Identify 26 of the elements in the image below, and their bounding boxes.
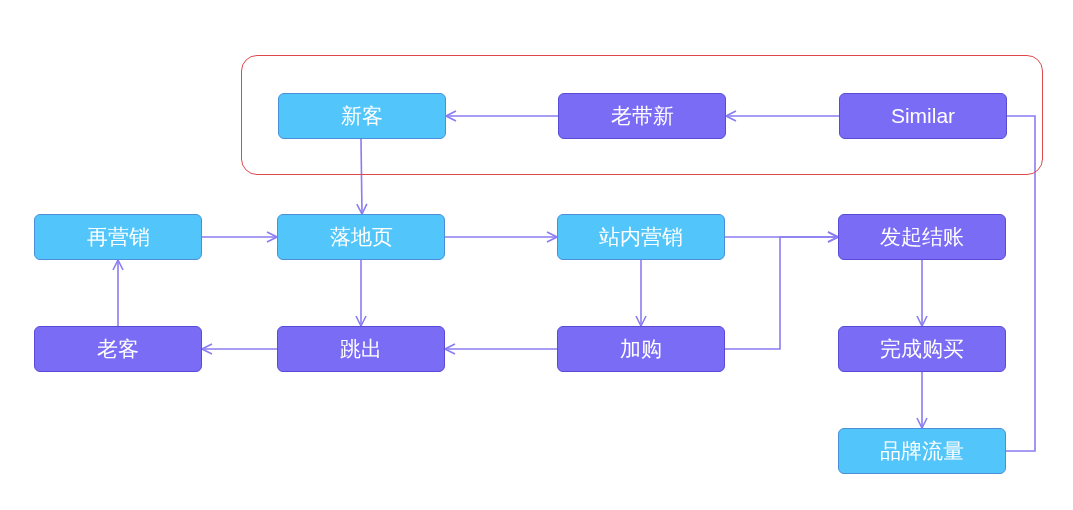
arrow: [356, 138, 368, 215]
process-box: 跳出: [277, 326, 445, 372]
arrow: [916, 371, 928, 429]
arrow: [355, 259, 367, 327]
arrow: [201, 343, 278, 355]
arrow: [444, 343, 558, 355]
arrow: [112, 259, 124, 327]
process-box: 站内营销: [557, 214, 725, 260]
arrow: [725, 110, 840, 122]
arrow: [444, 231, 558, 243]
group-frame: [241, 55, 1043, 175]
process-box: 发起结账: [838, 214, 1006, 260]
arrow: [724, 231, 839, 350]
arrow: [445, 110, 559, 122]
arrow: [916, 259, 928, 327]
process-box: 再营销: [34, 214, 202, 260]
process-box: 完成购买: [838, 326, 1006, 372]
process-box: 老带新: [558, 93, 726, 139]
arrow: [201, 231, 278, 243]
process-box: 落地页: [277, 214, 445, 260]
arrow: [635, 259, 647, 327]
process-box: Similar: [839, 93, 1007, 139]
process-box: 品牌流量: [838, 428, 1006, 474]
process-box: 老客: [34, 326, 202, 372]
process-box: 新客: [278, 93, 446, 139]
process-box: 加购: [557, 326, 725, 372]
